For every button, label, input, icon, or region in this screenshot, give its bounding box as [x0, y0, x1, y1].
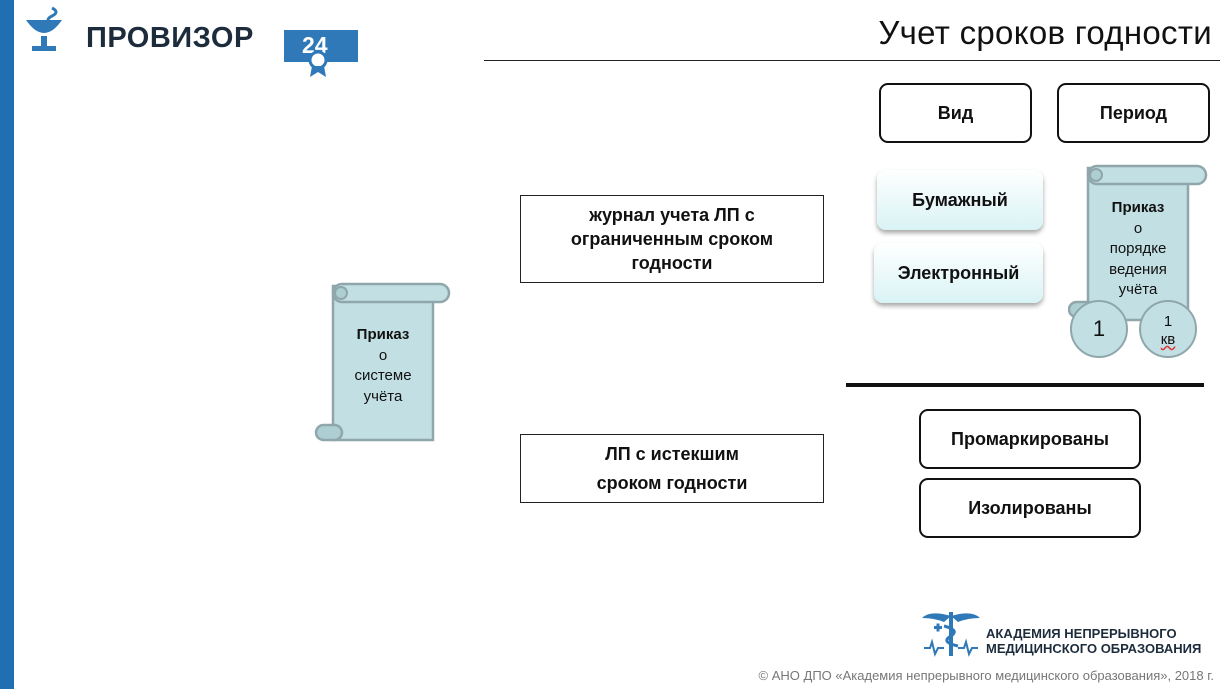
period-label: Период [1099, 102, 1168, 123]
caduceus-icon [922, 612, 980, 657]
isolated-box: Изолированы [919, 478, 1141, 538]
paper-label: Бумажный [912, 189, 1008, 210]
scroll-line: учёта [363, 387, 403, 405]
provizor24-logo[interactable]: ПРОВИЗОР 24 [22, 4, 358, 77]
left-accent-bar [0, 0, 14, 689]
academy-line: МЕДИЦИНСКОГО ОБРАЗОВАНИЯ [986, 641, 1202, 656]
right-scroll-text: Приказ о порядке ведения учёта [1088, 198, 1188, 301]
scroll-line: о [378, 346, 388, 364]
scroll-shape [1067, 164, 1208, 322]
copyright-footer: © АНО ДПО «Академия непрерывного медицин… [758, 668, 1214, 683]
marked-label: Промаркированы [951, 428, 1109, 449]
scroll-line: учёта [1118, 281, 1158, 298]
period-circle-1: 1 [1070, 300, 1128, 358]
right-scroll: Приказ о порядке ведения учёта [1067, 162, 1210, 327]
marked-box: Промаркированы [919, 409, 1141, 469]
scroll-heading: Приказ [356, 326, 410, 343]
journal-box: журнал учета ЛП с ограниченным сроком го… [520, 195, 824, 283]
scroll-shape [314, 282, 451, 442]
electronic-option: Электронный [874, 243, 1043, 303]
academy-name: АКАДЕМИЯ НЕПРЕРЫВНОГО МЕДИЦИНСКОГО ОБРАЗ… [986, 626, 1201, 656]
period-box: Период [1057, 83, 1210, 143]
left-scroll: Приказ о системе учёта [313, 280, 453, 445]
scroll-line: о [1133, 219, 1143, 237]
logo-brand-text: ПРОВИЗОР [86, 22, 254, 54]
left-scroll-text: Приказ о системе учёта [333, 325, 433, 407]
electronic-label: Электронный [897, 262, 1020, 283]
vid-box: Вид [879, 83, 1032, 143]
isolated-label: Изолированы [968, 497, 1092, 518]
award-ribbon-icon [308, 50, 328, 77]
expired-box: ЛП с истекшим сроком годности [520, 434, 824, 503]
section-divider [846, 383, 1204, 387]
period-circle-quarter: 1 кв [1139, 300, 1197, 358]
academy-line: АКАДЕМИЯ НЕПРЕРЫВНОГО [986, 626, 1177, 641]
vid-label: Вид [937, 102, 974, 123]
title-divider [484, 60, 1220, 61]
scroll-line: системе [354, 367, 412, 384]
circle-value: 1 [1092, 316, 1106, 341]
circle-number: 1 [1163, 313, 1173, 330]
paper-option: Бумажный [877, 170, 1043, 230]
journal-label: журнал учета ЛП с ограниченным сроком го… [570, 205, 774, 273]
scroll-line: ведения [1109, 260, 1167, 278]
circle-unit: кв [1160, 331, 1176, 348]
pharmacy-bowl-icon [26, 6, 62, 51]
scroll-heading: Приказ [1111, 199, 1165, 216]
expired-label: ЛП с истекшим сроком годности [596, 443, 748, 493]
page-title: Учет сроков годности [878, 14, 1212, 51]
scroll-line: порядке [1109, 240, 1167, 257]
